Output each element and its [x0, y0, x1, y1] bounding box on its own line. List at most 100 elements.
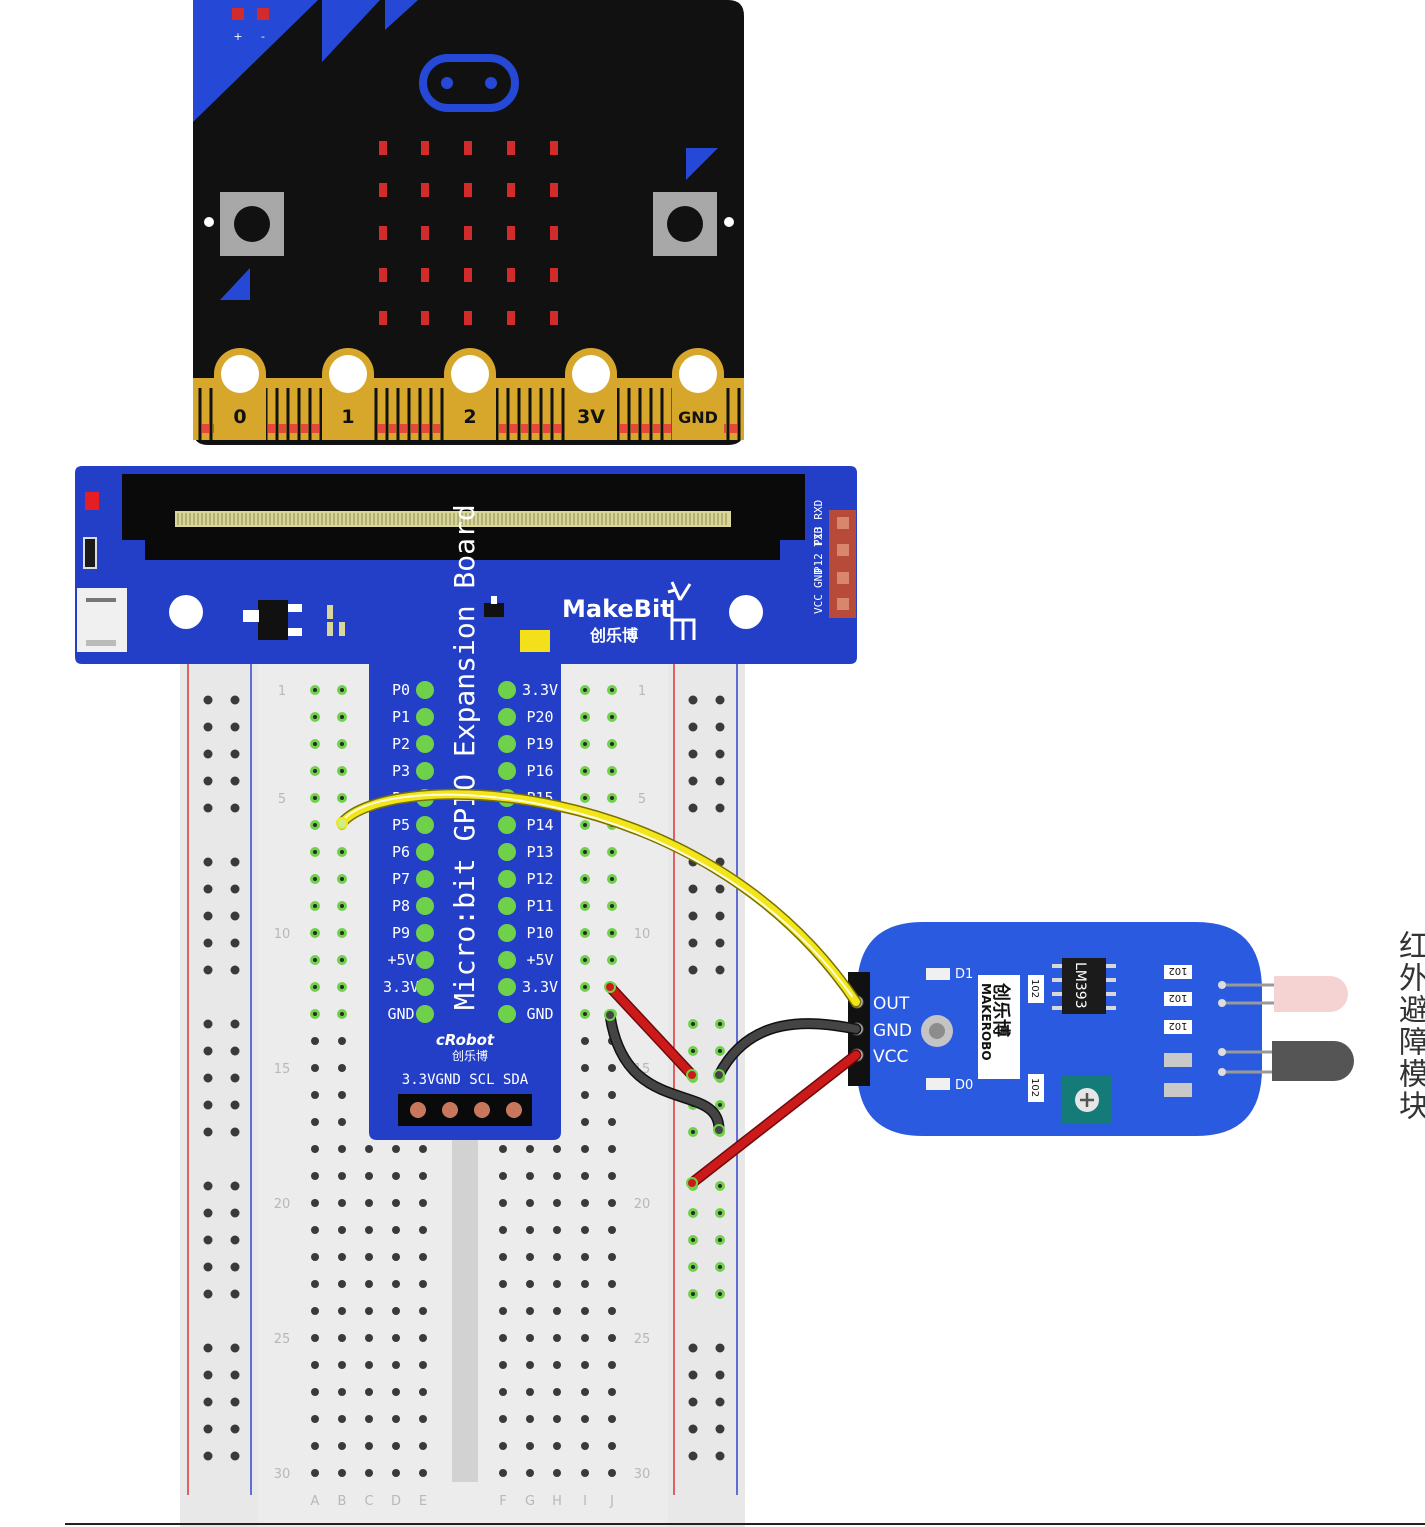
breadboard-hole[interactable]: [526, 1388, 534, 1396]
rail-hole[interactable]: [203, 1235, 213, 1245]
breadboard-hole[interactable]: [419, 1388, 427, 1396]
breadboard-hole[interactable]: [581, 1415, 589, 1423]
breadboard-hole[interactable]: [365, 1388, 373, 1396]
rail-hole[interactable]: [230, 1181, 240, 1191]
breadboard-hole[interactable]: [499, 1469, 507, 1477]
rail-hole[interactable]: [230, 1370, 240, 1380]
gpio-pin[interactable]: [498, 897, 516, 915]
breadboard-hole[interactable]: [311, 1172, 319, 1180]
gpio-pin[interactable]: [416, 978, 434, 996]
rail-hole[interactable]: [203, 1208, 213, 1218]
rail-hole[interactable]: [203, 1289, 213, 1299]
breadboard-hole[interactable]: [581, 1145, 589, 1153]
breadboard-hole[interactable]: [419, 1253, 427, 1261]
i2c-pin-sda[interactable]: [506, 1102, 522, 1118]
rail-hole[interactable]: [230, 911, 240, 921]
breadboard-hole[interactable]: [526, 1172, 534, 1180]
breadboard-hole[interactable]: [419, 1469, 427, 1477]
rail-hole[interactable]: [203, 1073, 213, 1083]
breadboard-hole[interactable]: [392, 1388, 400, 1396]
rail-hole[interactable]: [688, 1397, 698, 1407]
breadboard-hole[interactable]: [392, 1334, 400, 1342]
gpio-pin[interactable]: [498, 951, 516, 969]
rail-hole[interactable]: [203, 776, 213, 786]
breadboard-hole[interactable]: [581, 1064, 589, 1072]
rail-hole[interactable]: [688, 1370, 698, 1380]
breadboard-hole[interactable]: [526, 1226, 534, 1234]
gpio-pin[interactable]: [416, 924, 434, 942]
breadboard-hole[interactable]: [608, 1280, 616, 1288]
breadboard-hole[interactable]: [499, 1172, 507, 1180]
breadboard-hole[interactable]: [338, 1037, 346, 1045]
rail-hole[interactable]: [230, 1019, 240, 1029]
breadboard-hole[interactable]: [338, 1199, 346, 1207]
rail-hole[interactable]: [688, 749, 698, 759]
breadboard-hole[interactable]: [338, 1388, 346, 1396]
breadboard-hole[interactable]: [499, 1199, 507, 1207]
breadboard-hole[interactable]: [581, 1334, 589, 1342]
breadboard-hole[interactable]: [419, 1307, 427, 1315]
breadboard-hole[interactable]: [365, 1199, 373, 1207]
vcc-wire-short[interactable]: [606, 983, 696, 1079]
breadboard-hole[interactable]: [553, 1199, 561, 1207]
rail-hole[interactable]: [688, 965, 698, 975]
breadboard-hole[interactable]: [392, 1253, 400, 1261]
breadboard-hole[interactable]: [608, 1334, 616, 1342]
breadboard-hole[interactable]: [581, 1253, 589, 1261]
breadboard-hole[interactable]: [499, 1415, 507, 1423]
breadboard-hole[interactable]: [608, 1415, 616, 1423]
rail-hole[interactable]: [688, 722, 698, 732]
breadboard-hole[interactable]: [311, 1280, 319, 1288]
gpio-pin[interactable]: [498, 816, 516, 834]
gpio-pin[interactable]: [416, 735, 434, 753]
breadboard-hole[interactable]: [419, 1199, 427, 1207]
breadboard-hole[interactable]: [526, 1415, 534, 1423]
gpio-pin[interactable]: [416, 870, 434, 888]
gpio-pin[interactable]: [498, 843, 516, 861]
breadboard-hole[interactable]: [365, 1172, 373, 1180]
breadboard-hole[interactable]: [419, 1415, 427, 1423]
breadboard-hole[interactable]: [526, 1469, 534, 1477]
breadboard-hole[interactable]: [311, 1037, 319, 1045]
breadboard-hole[interactable]: [499, 1361, 507, 1369]
uart-pin[interactable]: [837, 598, 849, 610]
gnd-wire-long[interactable]: [715, 1019, 860, 1079]
rail-hole[interactable]: [230, 1127, 240, 1137]
rail-hole[interactable]: [715, 884, 725, 894]
breadboard-hole[interactable]: [311, 1253, 319, 1261]
rail-hole[interactable]: [203, 1343, 213, 1353]
rail-hole[interactable]: [230, 1397, 240, 1407]
breadboard-hole[interactable]: [608, 1064, 616, 1072]
breadboard-hole[interactable]: [499, 1145, 507, 1153]
i2c-pin-scl[interactable]: [474, 1102, 490, 1118]
breadboard-hole[interactable]: [338, 1469, 346, 1477]
rail-hole[interactable]: [203, 938, 213, 948]
breadboard-hole[interactable]: [608, 1361, 616, 1369]
rail-hole[interactable]: [230, 884, 240, 894]
breadboard-hole[interactable]: [311, 1334, 319, 1342]
breadboard-hole[interactable]: [581, 1199, 589, 1207]
breadboard-hole[interactable]: [338, 1361, 346, 1369]
breadboard-hole[interactable]: [311, 1442, 319, 1450]
rail-hole[interactable]: [688, 1343, 698, 1353]
rail-hole[interactable]: [715, 1424, 725, 1434]
vcc-wire-long[interactable]: [688, 1051, 860, 1187]
i2c-pin-3v3[interactable]: [410, 1102, 426, 1118]
breadboard-hole[interactable]: [311, 1064, 319, 1072]
rail-hole[interactable]: [230, 1073, 240, 1083]
rail-hole[interactable]: [203, 857, 213, 867]
breadboard-hole[interactable]: [392, 1172, 400, 1180]
rail-hole[interactable]: [203, 1046, 213, 1056]
breadboard-hole[interactable]: [608, 1145, 616, 1153]
signal-wire[interactable]: [338, 790, 860, 1006]
breadboard-hole[interactable]: [581, 1469, 589, 1477]
gpio-pin[interactable]: [416, 762, 434, 780]
breadboard-hole[interactable]: [581, 1280, 589, 1288]
breadboard-hole[interactable]: [419, 1361, 427, 1369]
rail-hole[interactable]: [688, 776, 698, 786]
breadboard-hole[interactable]: [581, 1442, 589, 1450]
breadboard-hole[interactable]: [581, 1037, 589, 1045]
breadboard-hole[interactable]: [499, 1334, 507, 1342]
rail-hole[interactable]: [203, 1397, 213, 1407]
uart-pin[interactable]: [837, 544, 849, 556]
